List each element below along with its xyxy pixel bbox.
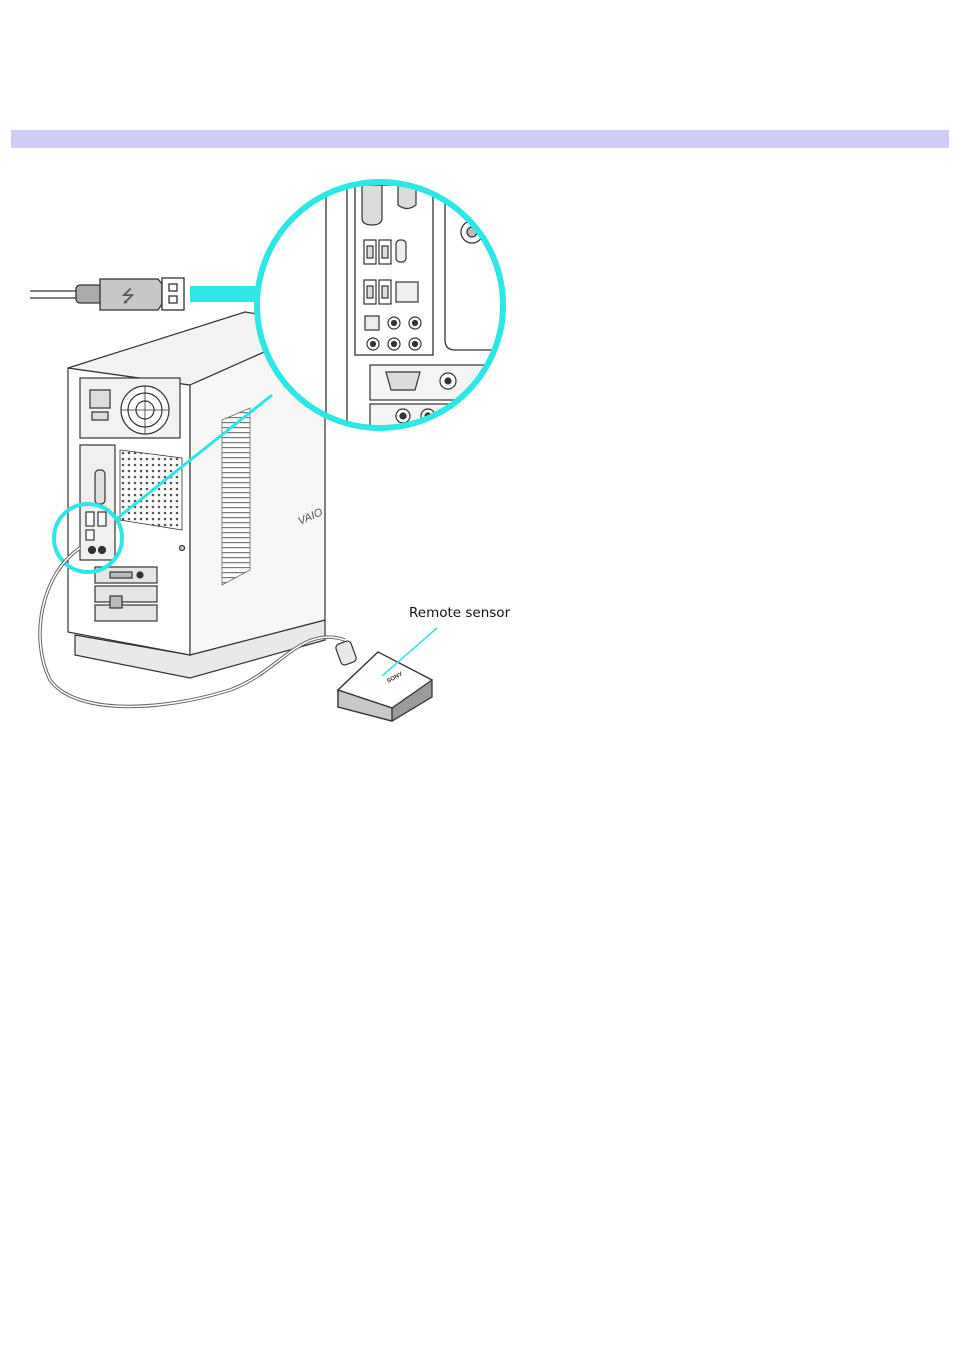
sensor-cable-connector (335, 640, 358, 666)
remote-sensor-connection-illustration: VAIO SONY ⭍ (0, 170, 560, 730)
usb-symbol-icon: ⭍ (121, 287, 135, 307)
remote-sensor-label: Remote sensor (409, 605, 510, 621)
usb-plug (30, 278, 184, 310)
section-header-bar (11, 130, 949, 148)
